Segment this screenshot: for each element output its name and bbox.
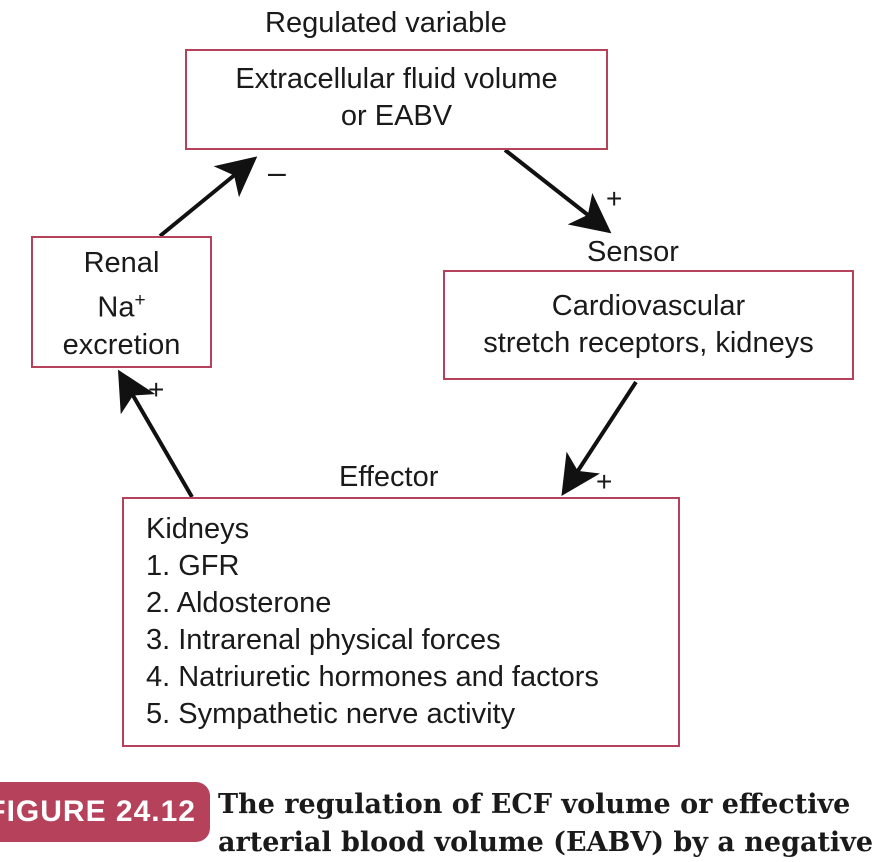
sign-to-excretion: + bbox=[148, 374, 165, 405]
arrow-regulated-to-sensor bbox=[503, 148, 612, 234]
regulated-variable-title: Regulated variable bbox=[265, 7, 507, 39]
excretion-line-2: Na+ bbox=[33, 282, 210, 327]
sign-to-effector: + bbox=[596, 466, 613, 497]
arrow-excretion-to-regulated bbox=[158, 156, 258, 238]
effector-title: Effector bbox=[339, 461, 439, 493]
effector-line-1: Kidneys bbox=[146, 513, 250, 545]
sensor-line-1: Cardiovascular bbox=[551, 290, 746, 322]
caption-line-1: The regulation of ECF volume or effectiv… bbox=[218, 789, 851, 820]
sensor-title: Sensor bbox=[587, 236, 679, 268]
arrow-sensor-to-effector bbox=[561, 380, 638, 497]
regulated-line-2: or EABV bbox=[340, 100, 453, 132]
effector-line-2: 1. GFR bbox=[146, 550, 240, 582]
regulated-line-1: Extracellular fluid volume bbox=[235, 63, 558, 95]
excretion-line-3: excretion bbox=[62, 328, 181, 361]
arrow-effector-to-excretion bbox=[117, 369, 194, 499]
effector-box: Kidneys 1. GFR 2. Aldosterone 3. Intrare… bbox=[122, 497, 680, 747]
sensor-box: Cardiovascular stretch receptors, kidney… bbox=[443, 270, 854, 380]
effector-line-3: 2. Aldosterone bbox=[146, 587, 332, 619]
sensor-line-2: stretch receptors, kidneys bbox=[483, 327, 814, 359]
sign-to-regulated: – bbox=[268, 154, 286, 190]
effector-line-4: 3. Intrarenal physical forces bbox=[146, 624, 501, 656]
regulated-variable-box: Extracellular fluid volume or EABV bbox=[185, 49, 608, 150]
effector-line-5: 4. Natriuretic hormones and factors bbox=[146, 661, 599, 693]
sign-to-sensor: + bbox=[606, 183, 623, 214]
effector-line-6: 5. Sympathetic nerve activity bbox=[146, 698, 516, 730]
excretion-line-1: Renal bbox=[83, 247, 160, 279]
excretion-na: Na bbox=[97, 291, 135, 324]
figure-badge: FIGURE 24.12 bbox=[0, 782, 210, 842]
caption-line-2: arterial blood volume (EABV) by a negati… bbox=[218, 827, 872, 858]
renal-excretion-box: Renal Na+ excretion bbox=[31, 236, 212, 368]
excretion-na-superscript: + bbox=[134, 290, 146, 311]
